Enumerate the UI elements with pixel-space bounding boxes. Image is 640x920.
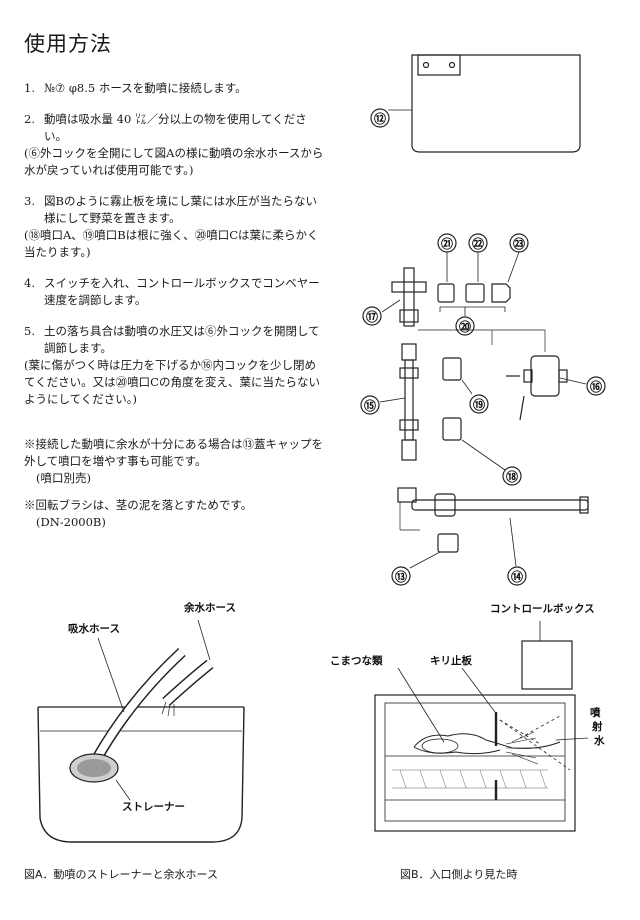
part-12-label: ⑫	[374, 111, 386, 126]
part-23-label: ㉓	[513, 236, 525, 251]
step-text: 図Bのように霧止板を境にし葉には水圧が当たらない様にして野菜を置きます。	[44, 194, 317, 225]
step-text: 動噴は吸水量 40 ㍑／分以上の物を使用してください。	[44, 112, 307, 143]
page-title: 使用方法	[24, 32, 112, 56]
part-20-label: ⑳	[459, 319, 471, 334]
step-text: №⑦ φ8.5 ホースを動噴に接続します。	[44, 81, 247, 95]
connection-lines	[418, 329, 546, 352]
part-13-label: ⑬	[395, 569, 407, 584]
part-19-label: ⑲	[473, 397, 485, 412]
remark-nozzle-sub: (噴口別売)	[36, 471, 91, 485]
step-text: 土の落ち具合は動噴の水圧又は⑥外コックを開閉して調節します。	[44, 324, 320, 355]
step-3: 3. 図Bのように霧止板を境にし葉には水圧が当たらない様にして野菜を置きます。	[24, 193, 324, 227]
part-19-18-fittings: ⑲ ⑱	[442, 357, 522, 486]
step-number: 3.	[24, 194, 35, 208]
step-number: 1.	[24, 81, 35, 95]
part-17-tee: ⑰	[362, 267, 427, 327]
step-2: 2. 動噴は吸水量 40 ㍑／分以上の物を使用してください。	[24, 111, 324, 145]
step-3-note: (⑱噴口A、⑲噴口Bは根に強く、⑳噴口Cは葉に柔らかく当たります。)	[24, 228, 319, 259]
instructions: 1. №⑦ φ8.5 ホースを動噴に接続します。 2. 動噴は吸水量 40 ㍑／…	[24, 80, 324, 531]
step-number: 2.	[24, 112, 35, 126]
part-22-label: ㉒	[472, 236, 484, 251]
figure-a-strainer: 余水ホース 吸水ホース ストレーナー	[37, 601, 245, 843]
figure-b-komatsuna-label: こまつな類	[330, 654, 383, 667]
part-16-ball-valve: ⑯	[506, 355, 606, 421]
figure-a-caption: 図A．動噴のストレーナーと余水ホース	[24, 868, 218, 881]
figure-a-suction-hose-label: 吸水ホース	[68, 622, 120, 635]
figure-b-spray-label-1: 噴	[590, 706, 601, 719]
step-text: スイッチを入れ、コントロールボックスでコンベヤー速度を調節します。	[44, 276, 320, 307]
part-17-label: ⑰	[366, 309, 378, 324]
step-number: 4.	[24, 276, 35, 290]
part-12-cover-plate: ⑫	[370, 54, 581, 153]
step-4: 4. スイッチを入れ、コントロールボックスでコンベヤー速度を調節します。	[24, 275, 324, 309]
nozzle-set: ㉑ ㉒ ㉓ ⑳	[437, 233, 529, 336]
figure-a-overflow-hose-label: 余水ホース	[183, 601, 236, 614]
figure-b-mist-plate-label: キリ止板	[430, 654, 472, 667]
figure-a-strainer-label: ストレーナー	[122, 801, 185, 813]
figure-b-spray-label-3: 水	[593, 734, 605, 747]
figure-b-caption: 図B．入口側より見た時	[400, 868, 518, 881]
figure-b-control-box-label: コントロールボックス	[490, 602, 595, 615]
step-2-note: (⑥外コックを全開にして図Aの様に動噴の余水ホースから水が戻っていれば使用可能で…	[24, 146, 324, 177]
part-16-label: ⑯	[590, 379, 602, 394]
part-13-cap: ⑬	[391, 533, 459, 586]
part-14-label: ⑭	[511, 569, 523, 584]
remark-brush: ※回転ブラシは、茎の泥を落とすためです。	[24, 498, 253, 512]
step-1: 1. №⑦ φ8.5 ホースを動噴に接続します。	[24, 80, 324, 97]
figure-b-spray-label-2: 射	[591, 720, 603, 733]
figure-b-side-view: コントロールボックス こまつな類 キリ止板 噴	[330, 602, 605, 832]
step-5: 5. 土の落ち具合は動噴の水圧又は⑥外コックを開閉して調節します。	[24, 323, 324, 357]
step-number: 5.	[24, 324, 35, 338]
part-21-label: ㉑	[441, 236, 453, 251]
part-12-marker	[370, 108, 390, 128]
step-5-note: (葉に傷がつく時は圧力を下げるか⑯内コックを少し閉めてください。又は⑳噴口Cの角…	[24, 358, 320, 406]
part-14-spray-bar: ⑭	[397, 487, 589, 586]
part-15-manifold: ⑮	[360, 343, 419, 461]
part-15-label: ⑮	[364, 398, 376, 413]
remark-nozzle: ※接続した動噴に余水が十分にある場合は⑬蓋キャップを外して噴口を増やす事も可能で…	[24, 437, 323, 468]
part-18-label: ⑱	[506, 469, 518, 484]
remark-brush-sub: (DN-2000B)	[36, 515, 106, 529]
